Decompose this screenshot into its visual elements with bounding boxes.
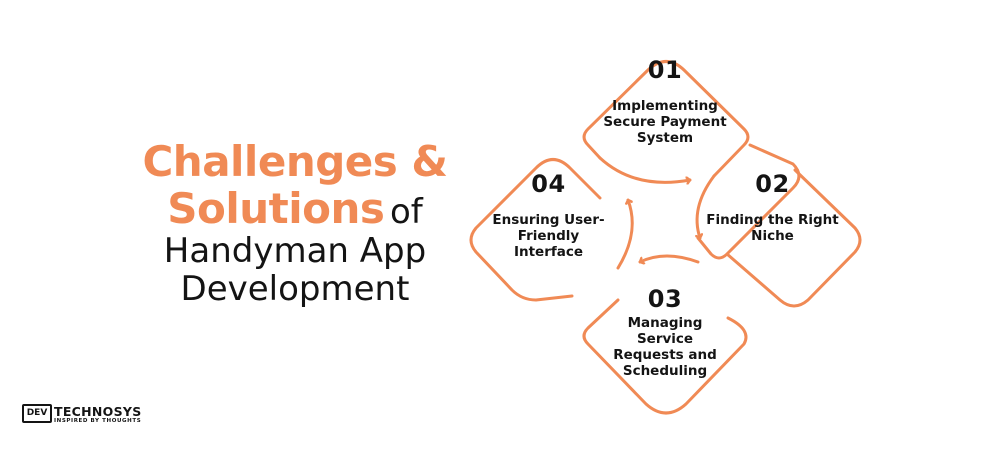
step-04-line-3: Interface [513,244,584,260]
step-03-outline [582,298,748,415]
step-04-outline [469,158,602,302]
step-01-line-2: Secure Payment [603,114,727,130]
logo-badge: DEV [22,404,52,423]
step-03-number: 03 [647,285,683,313]
logo-tagline: INSPIRED BY THOUGHTS [54,418,142,424]
step-01-label: Implementing Secure Payment System [590,98,740,146]
step-01: 01 Implementing Secure Payment System [590,56,740,146]
step-04-number: 04 [531,170,566,198]
step-01-line-1: Implementing [612,98,718,114]
step-04: 04 Ensuring User- Friendly Interface [476,170,621,260]
title-connector: of [389,192,423,233]
title-highlight: Solutions [167,184,385,234]
title-line-3: Handyman App [163,231,427,272]
step-02-line-2: Niche [751,228,794,244]
step-04-line-2: Friendly [517,228,580,244]
step-03: 03 Managing Service Requests and Schedul… [590,285,740,379]
step-01-number: 01 [647,56,683,84]
step-03-line-2: Service [636,331,694,347]
arrow-02-to-04 [638,254,700,262]
company-logo: DEV TECHNOSYS INSPIRED BY THOUGHTS [22,404,142,426]
step-02: 02 Finding the Right Niche [700,170,845,244]
step-01-line-3: System [636,130,694,146]
step-02-outline [696,143,862,308]
step-03-line-3: Requests and [613,347,717,363]
step-03-line-1: Managing [627,315,703,331]
step-01-outline [582,60,750,178]
title-line-2: Solutions of [130,185,460,232]
arrow-03-to-01 [616,198,634,270]
step-04-line-1: Ensuring User- [492,212,605,228]
step-03-label: Managing Service Requests and Scheduling [590,315,740,379]
logo-name: TECHNOSYS [54,404,142,419]
step-02-label: Finding the Right Niche [700,212,845,244]
step-02-number: 02 [755,170,790,198]
arrow-01-to-03 [697,174,716,240]
title-line-4: Development [180,269,410,310]
arrow-04-to-02 [598,156,692,182]
step-03-line-4: Scheduling [622,363,708,379]
step-04-label: Ensuring User- Friendly Interface [476,212,621,260]
page-title: Challenges & Solutions of Handyman App D… [130,138,460,308]
step-02-line-1: Finding the Right [706,212,839,228]
title-line-1: Challenges & [142,137,448,186]
